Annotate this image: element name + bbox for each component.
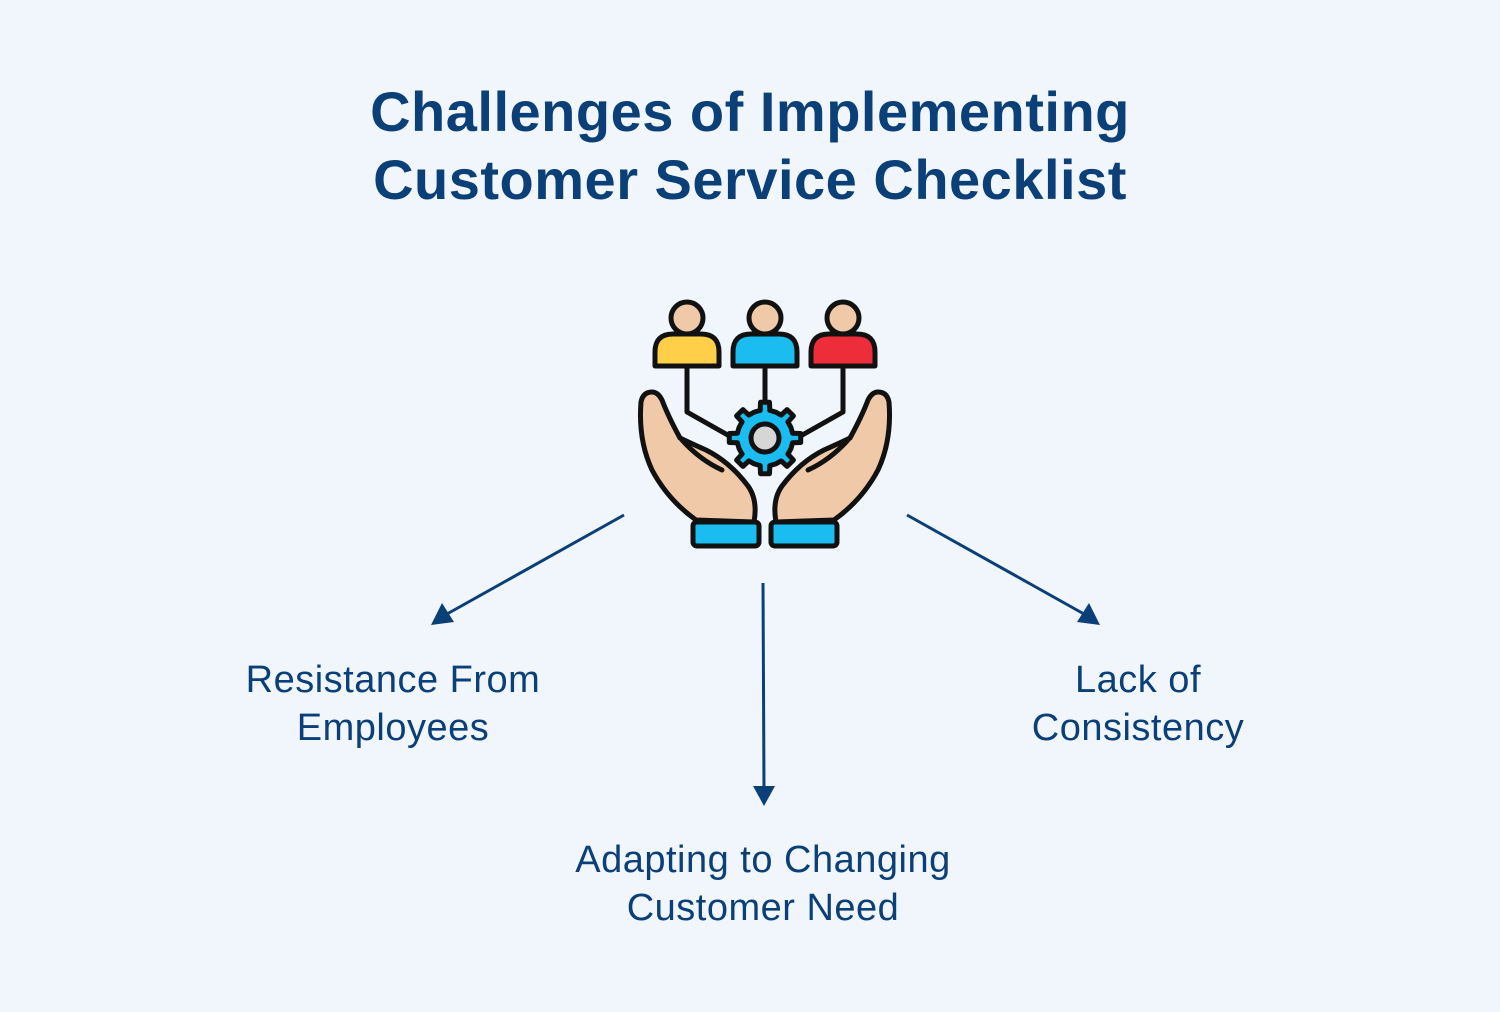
node-label-line-2: Consistency xyxy=(1031,707,1245,749)
person-left-icon xyxy=(652,299,722,369)
left-hand-icon xyxy=(638,389,762,549)
arrow-to-right xyxy=(906,513,1100,625)
node-label-line-2: Employees xyxy=(296,707,490,749)
page-title: Challenges of Implementing Customer Serv… xyxy=(0,78,1500,214)
right-hand-icon xyxy=(768,389,892,549)
team-management-hands-icon xyxy=(638,299,892,549)
arrow-to-left xyxy=(431,513,625,625)
node-label-line-1: Lack of xyxy=(1074,659,1202,701)
gear-icon xyxy=(726,399,804,477)
connector-left xyxy=(684,365,736,441)
connector-right xyxy=(794,365,846,441)
node-lack-of-consistency: Lack of Consistency xyxy=(938,656,1338,752)
connector-lines xyxy=(684,365,846,441)
node-adapting-to-changing-customer-need: Adapting to Changing Customer Need xyxy=(463,836,1063,932)
title-line-1: Challenges of Implementing xyxy=(370,80,1130,143)
node-resistance-from-employees: Resistance From Employees xyxy=(193,656,593,752)
person-center-icon xyxy=(730,299,800,369)
person-right-icon xyxy=(808,299,878,369)
node-label-line-1: Resistance From xyxy=(245,659,541,701)
node-label-line-2: Customer Need xyxy=(626,887,900,929)
arrow-to-bottom xyxy=(753,582,775,806)
node-label-line-1: Adapting to Changing xyxy=(575,839,951,881)
title-line-2: Customer Service Checklist xyxy=(373,148,1127,211)
